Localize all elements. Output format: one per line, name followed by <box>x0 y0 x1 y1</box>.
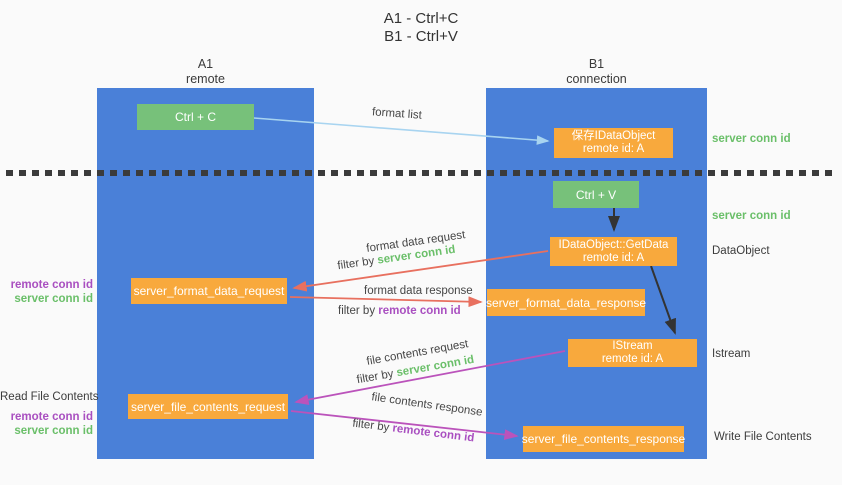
lane-b1-subtitle: connection <box>566 72 627 86</box>
side-label-write-file-contents: Write File Contents <box>714 431 812 443</box>
node-ctrl-c: Ctrl + C <box>137 104 254 130</box>
side-label-server-conn-id-left-top: server conn id <box>14 293 93 305</box>
node-save-idataobject-line1: 保存IDataObject <box>571 130 656 142</box>
dashed-separator-line <box>6 170 836 176</box>
node-ctrl-v: Ctrl + V <box>553 181 639 208</box>
node-ctrl-v-label: Ctrl + V <box>575 187 617 202</box>
node-server-format-data-request: server_format_data_request <box>131 278 287 304</box>
node-idataobject-getdata: IDataObject::GetData remote id: A <box>550 237 677 266</box>
lane-a1-header: A1 remote <box>97 57 314 87</box>
side-label-remote-conn-id-top: remote conn id <box>10 279 93 291</box>
node-server-format-data-response-label: server_format_data_response <box>485 295 647 310</box>
node-server-file-contents-response-label: server_file_contents_response <box>521 432 686 446</box>
arrow-getdata-to-istream <box>650 265 676 335</box>
lane-a1-name: A1 <box>197 57 214 71</box>
node-istream: IStream remote id: A <box>568 339 697 367</box>
side-label-server-conn-id-left-bottom: server conn id <box>14 425 93 437</box>
side-label-server-conn-id-top: server conn id <box>712 133 791 145</box>
remote-conn-id-key: remote conn id <box>378 305 461 317</box>
node-server-file-contents-request: server_file_contents_request <box>128 394 288 419</box>
filter-by-text: filter by <box>338 305 376 317</box>
node-idataobject-getdata-line1: IDataObject::GetData <box>558 238 669 251</box>
node-save-idataobject-line2: remote id: A <box>582 143 645 155</box>
page-title-line1: A1 - Ctrl+C <box>383 10 459 27</box>
node-server-format-data-request-label: server_format_data_request <box>133 284 285 298</box>
node-istream-line1: IStream <box>612 340 653 352</box>
node-idataobject-getdata-line2: remote id: A <box>582 251 645 264</box>
arrow-file-request-to-response <box>290 410 519 440</box>
side-label-server-conn-id-mid: server conn id <box>712 210 791 222</box>
lane-a1-subtitle: remote <box>186 72 225 86</box>
node-server-format-data-response: server_format_data_response <box>485 289 647 316</box>
node-istream-line2: remote id: A <box>601 353 664 365</box>
side-label-dataobject: DataObject <box>712 245 770 257</box>
lane-b1-name: B1 <box>588 57 605 71</box>
node-server-file-contents-response: server_file_contents_response <box>521 426 686 452</box>
page-title-line2: B1 - Ctrl+V <box>384 28 458 45</box>
side-label-remote-conn-id-bottom: remote conn id <box>10 411 93 423</box>
page-title: A1 - Ctrl+C B1 - Ctrl+V <box>0 10 842 46</box>
node-server-file-contents-request-label: server_file_contents_request <box>130 399 286 414</box>
arrow-getdata-to-format-request <box>292 250 549 292</box>
arrow-format-list <box>253 117 550 145</box>
arrow-format-request-to-response <box>289 296 483 308</box>
node-ctrl-c-label: Ctrl + C <box>174 110 216 124</box>
lane-b1-header: B1 connection <box>486 57 707 87</box>
arrow-istream-to-file-request <box>294 350 566 405</box>
side-label-istream: Istream <box>712 348 751 360</box>
edge-label-format-data-response-filter: filter by remote conn id <box>338 305 461 317</box>
edge-label-format-data-response: format data response <box>364 285 473 297</box>
side-label-read-file-contents: Read File Contents <box>0 391 99 403</box>
node-save-idataobject: 保存IDataObject remote id: A <box>554 128 673 158</box>
